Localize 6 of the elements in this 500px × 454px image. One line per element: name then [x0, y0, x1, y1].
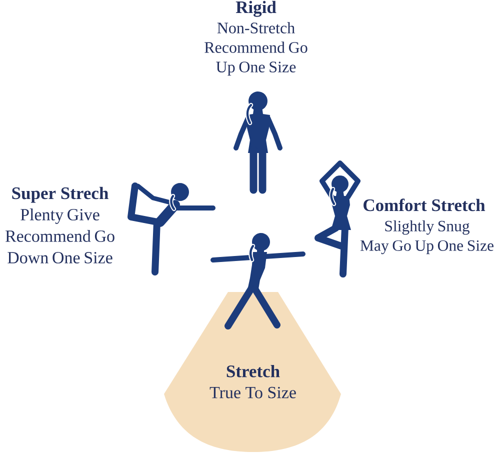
category-heading: Comfort Stretch — [364, 198, 486, 212]
category-heading: Super Strech — [12, 186, 108, 203]
fit-description: Non-Stretch Recommend Go Up One Size — [204, 22, 308, 76]
category-heading: Rigid — [236, 0, 276, 17]
fit-description: Plenty Give Recommend Go Down One Size — [5, 208, 114, 264]
fit-description: Slightly Snug May Go Up One Size — [360, 220, 494, 254]
